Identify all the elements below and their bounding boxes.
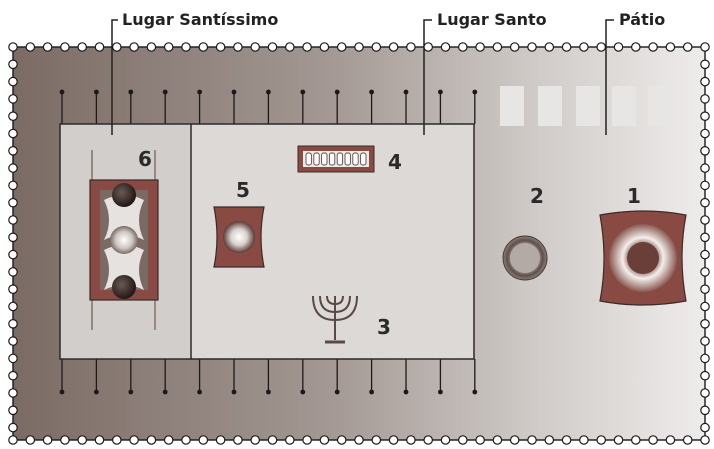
item-number-3: 3	[377, 315, 391, 339]
altar-of-incense-icon	[213, 206, 265, 268]
svg-text:Lugar Santo: Lugar Santo	[437, 10, 547, 29]
tabernacle-pillars	[59, 89, 478, 395]
item-number-2: 2	[530, 184, 544, 208]
altar-of-burnt-offering-icon	[599, 210, 687, 306]
item-number-6: 6	[138, 147, 152, 171]
courtyard-gate-panels	[500, 86, 672, 126]
svg-text:Pátio: Pátio	[619, 10, 665, 29]
label-courtyard: Pátio	[605, 10, 665, 135]
label-holy-of-holies: Lugar Santíssimo	[111, 10, 278, 135]
bronze-laver-icon	[502, 235, 548, 281]
menorah-icon	[312, 295, 358, 344]
ark-of-covenant-icon	[89, 150, 159, 330]
table-of-showbread-icon	[297, 145, 375, 173]
item-number-5: 5	[236, 178, 250, 202]
courtyard-border-beads	[8, 42, 710, 445]
label-holy-place: Lugar Santo	[423, 10, 547, 135]
svg-text:Lugar Santíssimo: Lugar Santíssimo	[122, 10, 278, 29]
item-number-4: 4	[388, 150, 402, 174]
item-number-1: 1	[627, 184, 641, 208]
